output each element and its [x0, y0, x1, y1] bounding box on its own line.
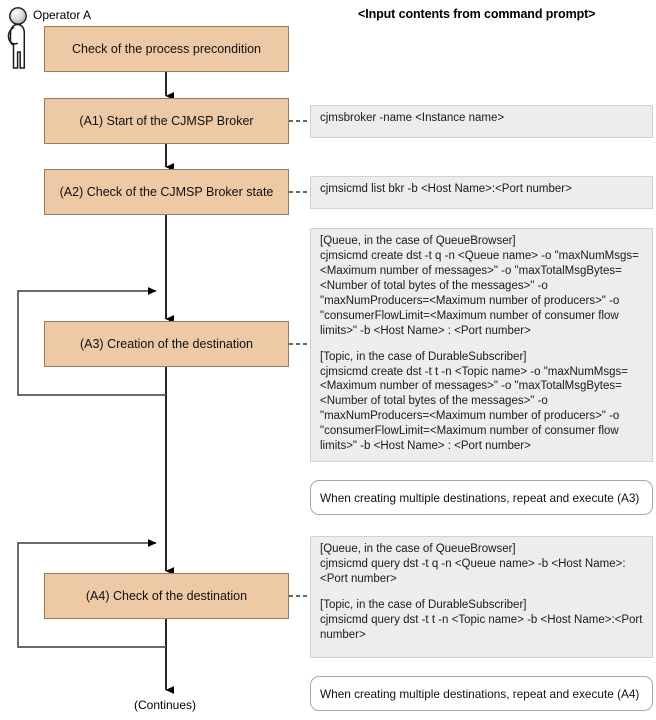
note-box-a3-repeat: When creating multiple destinations, rep… — [310, 480, 653, 515]
note-text: When creating multiple destinations, rep… — [320, 490, 640, 505]
command-text-topic: [Topic, in the case of DurableSubscriber… — [320, 598, 643, 641]
process-label: (A2) Check of the CJMSP Broker state — [59, 184, 274, 199]
process-label: (A3) Creation of the destination — [79, 336, 254, 351]
note-box-a4-repeat: When creating multiple destinations, rep… — [310, 676, 653, 711]
command-text: cjmsbroker -name <Instance name> — [320, 112, 505, 124]
command-box-a1: cjmsbroker -name <Instance name> — [310, 105, 653, 138]
process-label: Check of the process precondition — [72, 41, 261, 56]
actor-person-icon — [4, 6, 40, 74]
command-box-a2: cjmsicmd list bkr -b <Host Name>:<Port n… — [310, 176, 653, 209]
actor-label: Operator A — [33, 8, 92, 22]
process-label: (A1) Start of the CJMSP Broker — [79, 113, 254, 128]
process-label: (A4) Check of the destination — [85, 588, 248, 603]
process-box-a3[interactable]: (A3) Creation of the destination — [44, 321, 289, 367]
command-box-a4: [Queue, in the case of QueueBrowser] cjm… — [310, 536, 653, 658]
command-column-header: <Input contents from command prompt> — [358, 7, 596, 21]
process-box-precondition[interactable]: Check of the process precondition — [44, 26, 289, 72]
command-text-topic: [Topic, in the case of DurableSubscriber… — [320, 350, 628, 453]
command-box-a3: [Queue, in the case of QueueBrowser] cjm… — [310, 228, 653, 462]
terminal-label-continues: (Continues) — [134, 698, 197, 712]
process-box-a4[interactable]: (A4) Check of the destination — [44, 573, 289, 619]
note-text: When creating multiple destinations, rep… — [320, 686, 640, 701]
command-text: cjmsicmd list bkr -b <Host Name>:<Port n… — [320, 183, 572, 195]
command-text-queue: [Queue, in the case of QueueBrowser] cjm… — [320, 235, 639, 337]
command-text-queue: [Queue, in the case of QueueBrowser] cjm… — [320, 543, 626, 585]
process-box-a2[interactable]: (A2) Check of the CJMSP Broker state — [44, 169, 289, 215]
process-box-a1[interactable]: (A1) Start of the CJMSP Broker — [44, 98, 289, 144]
